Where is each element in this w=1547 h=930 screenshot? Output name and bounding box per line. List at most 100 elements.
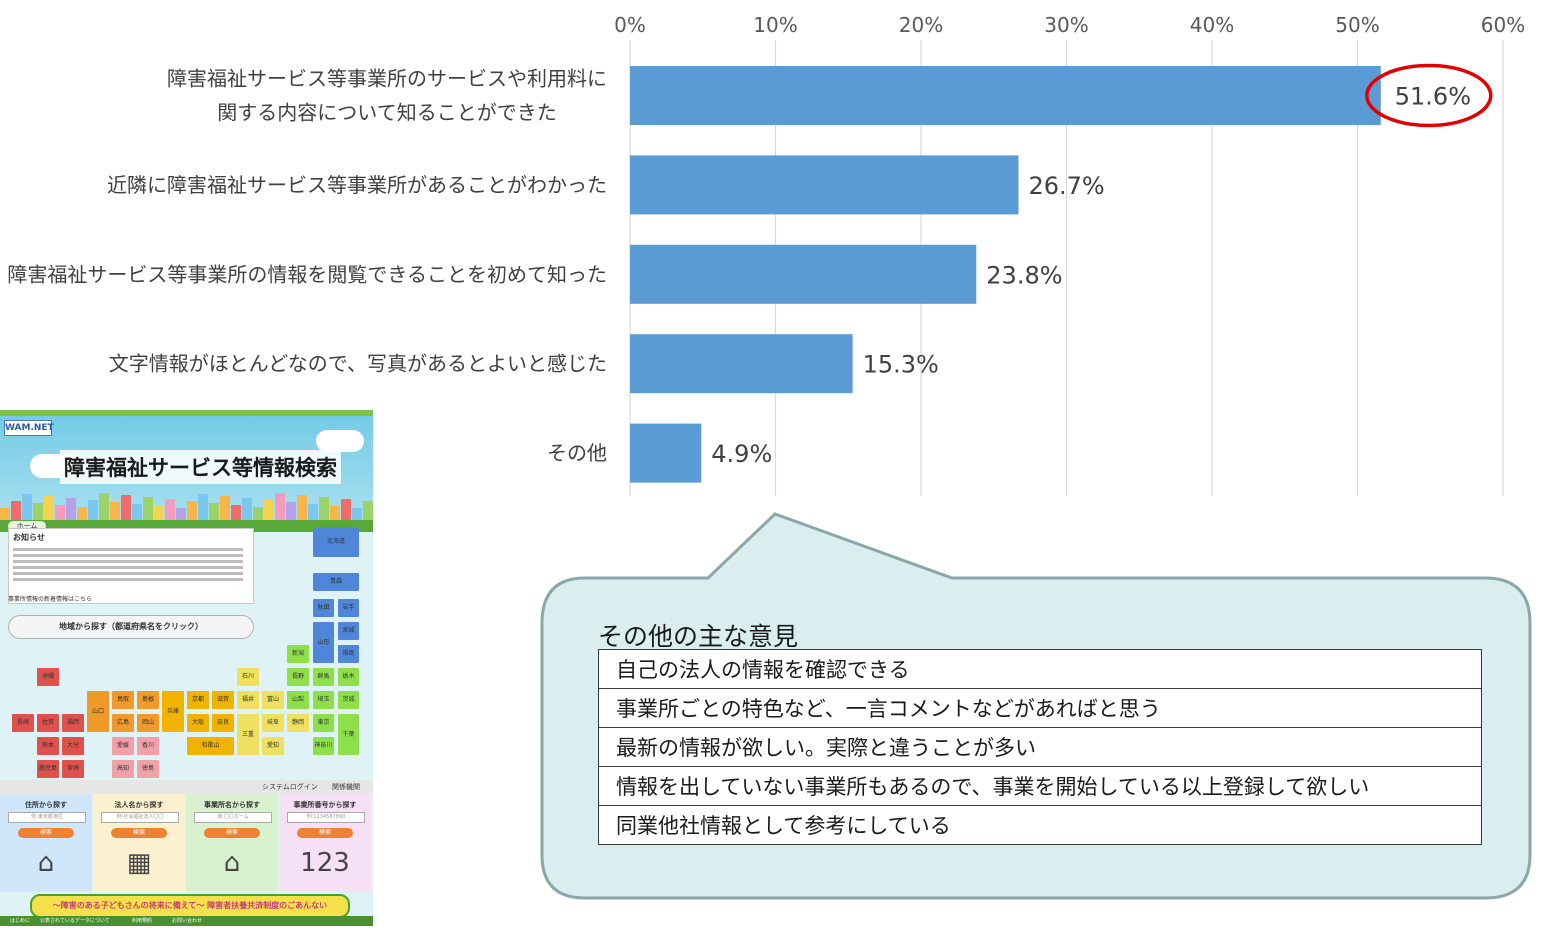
search-input[interactable]: 例:東京都港区: [8, 812, 86, 823]
prefecture-button[interactable]: 佐賀: [37, 714, 59, 732]
prefecture-button[interactable]: 埼玉: [313, 691, 334, 709]
prefecture-button[interactable]: 栃木: [338, 668, 359, 686]
search-input[interactable]: 例:1234567890: [287, 812, 365, 823]
prefecture-button[interactable]: 鹿児島: [37, 760, 59, 778]
prefecture-button[interactable]: 愛媛: [112, 737, 134, 755]
house-shape: [66, 498, 76, 520]
wamnet-logo[interactable]: WAM.NET: [4, 420, 54, 436]
data-labels: 51.6%26.7%23.8%15.3%4.9%: [711, 83, 1471, 469]
prefecture-button[interactable]: 山形: [313, 622, 334, 663]
prefecture-button[interactable]: 熊本: [37, 737, 59, 755]
prefecture-button[interactable]: 東京: [313, 714, 334, 732]
prefecture-button[interactable]: 神奈川: [313, 737, 334, 755]
prefecture-button[interactable]: 秋田: [313, 599, 334, 617]
bar: [630, 66, 1381, 125]
new-info-link[interactable]: 事業所情報の新着情報はこちら: [8, 596, 93, 603]
opinion-text: 同業他社情報として参考にしている: [598, 805, 1482, 845]
footer-link[interactable]: 利用規約: [132, 918, 153, 924]
prefecture-button[interactable]: 奈良: [212, 714, 234, 732]
prefecture-button[interactable]: 三重: [237, 714, 259, 755]
prefecture-button[interactable]: 和歌山: [187, 737, 234, 755]
prefecture-button[interactable]: 千葉: [338, 714, 359, 755]
search-input[interactable]: 例:〇〇ホーム: [194, 812, 272, 823]
prefecture-button[interactable]: 香川: [137, 737, 159, 755]
prefecture-button[interactable]: 大阪: [187, 714, 209, 732]
house-shape: [275, 493, 285, 520]
prefecture-button[interactable]: 鳥取: [112, 691, 134, 709]
search-button[interactable]: 検索: [18, 828, 74, 838]
prefecture-button[interactable]: 兵庫: [162, 691, 184, 732]
prefecture-button[interactable]: 愛知: [262, 737, 284, 755]
prefecture-button[interactable]: 群馬: [313, 668, 334, 686]
opinion-table: 自己の法人の情報を確認できる事業所ごとの特色など、一言コメントなどがあればと思う…: [598, 649, 1482, 845]
opinion-text: 情報を出していない事業所もあるので、事業を開始している以上登録して欲しい: [598, 766, 1482, 806]
search-button[interactable]: 検索: [111, 828, 167, 838]
search-column-title: 住所から探す: [25, 801, 67, 809]
map-icon: ⌂: [37, 848, 55, 878]
opinion-row: 情報を出していない事業所もあるので、事業を開始している以上登録して欲しい: [598, 766, 1482, 806]
prefecture-button[interactable]: 長崎: [12, 714, 34, 732]
prefecture-button[interactable]: 福岡: [62, 714, 84, 732]
house-shape: [198, 494, 208, 520]
search-input[interactable]: 例:社会福祉法人〇〇: [101, 812, 179, 823]
house-shape: [319, 497, 329, 520]
prefecture-button[interactable]: 大分: [62, 737, 84, 755]
system-login-link[interactable]: システムログイン: [262, 783, 318, 791]
home-link[interactable]: ホーム: [8, 521, 46, 531]
prefecture-button[interactable]: 石川: [237, 668, 259, 686]
search-button[interactable]: 検索: [297, 828, 353, 838]
prefecture-button[interactable]: 広島: [112, 714, 134, 732]
house-shape: [330, 506, 340, 520]
opinion-row: 自己の法人の情報を確認できる: [598, 649, 1482, 689]
search-button[interactable]: 検索: [204, 828, 260, 838]
prefecture-button[interactable]: 長野: [287, 668, 309, 686]
data-label: 15.3%: [863, 351, 939, 379]
search-column: 事業所名から探す例:〇〇ホーム検索⌂: [186, 794, 278, 892]
house-shape: [264, 500, 274, 520]
house-shape: [187, 501, 197, 520]
prefecture-button[interactable]: 宮城: [338, 622, 359, 640]
thumb-top-bar: [0, 410, 373, 416]
prefecture-button[interactable]: 京都: [187, 691, 209, 709]
house-shape: [231, 505, 241, 520]
prefecture-button[interactable]: 山口: [87, 691, 109, 732]
prefecture-button[interactable]: 島根: [137, 691, 159, 709]
footer-link[interactable]: お問い合わせ: [172, 918, 203, 924]
prefecture-button[interactable]: 福島: [338, 645, 359, 663]
prefecture-button[interactable]: 岡山: [137, 714, 159, 732]
prefecture-button[interactable]: 徳島: [137, 760, 159, 778]
category-label: 関する内容について知ることができた: [217, 101, 556, 125]
prefecture-button[interactable]: 宮崎: [62, 760, 84, 778]
house-shape: [209, 503, 219, 520]
house-shape: [341, 499, 351, 520]
region-search-button[interactable]: 地域から探す（都道府県名をクリック）: [8, 615, 254, 639]
support-banner[interactable]: 〜障害のある子どもさんの将来に備えて〜 障害者扶養共済制度のごあんない: [30, 894, 350, 918]
prefecture-button[interactable]: 岐阜: [262, 714, 284, 732]
footer-link[interactable]: 公表されているデータについて: [40, 918, 110, 924]
prefecture-button[interactable]: 岩手: [338, 599, 359, 617]
prefecture-button[interactable]: 北海道: [313, 527, 359, 557]
prefecture-button[interactable]: 茨城: [338, 691, 359, 709]
x-tick-label: 40%: [1190, 13, 1234, 37]
x-tick-label: 30%: [1044, 13, 1088, 37]
prefecture-button[interactable]: 新潟: [287, 645, 309, 663]
house-shape: [99, 493, 109, 520]
house-shape: [44, 496, 54, 520]
prefecture-button[interactable]: 静岡: [287, 714, 309, 732]
related-link[interactable]: 関係機関: [332, 783, 360, 791]
thumb-footer: はじめに 公表されているデータについて 利用規約 お問い合わせ: [0, 916, 373, 926]
prefecture-button[interactable]: 青森: [313, 573, 359, 591]
login-strip: システムログイン 関係機関: [0, 780, 373, 794]
bar: [630, 155, 1019, 215]
notice-title: お知らせ: [13, 533, 45, 542]
prefecture-button[interactable]: 沖縄: [37, 668, 59, 686]
town-illustration: [0, 492, 373, 520]
prefecture-button[interactable]: 福井: [237, 691, 259, 709]
opinion-text: 自己の法人の情報を確認できる: [598, 649, 1482, 689]
prefecture-button[interactable]: 滋賀: [212, 691, 234, 709]
footer-link[interactable]: はじめに: [10, 918, 31, 924]
prefecture-button[interactable]: 富山: [262, 691, 284, 709]
search-column: 住所から探す例:東京都港区検索 ⌂: [0, 794, 92, 892]
prefecture-button[interactable]: 山梨: [287, 691, 309, 709]
prefecture-button[interactable]: 高知: [112, 760, 134, 778]
